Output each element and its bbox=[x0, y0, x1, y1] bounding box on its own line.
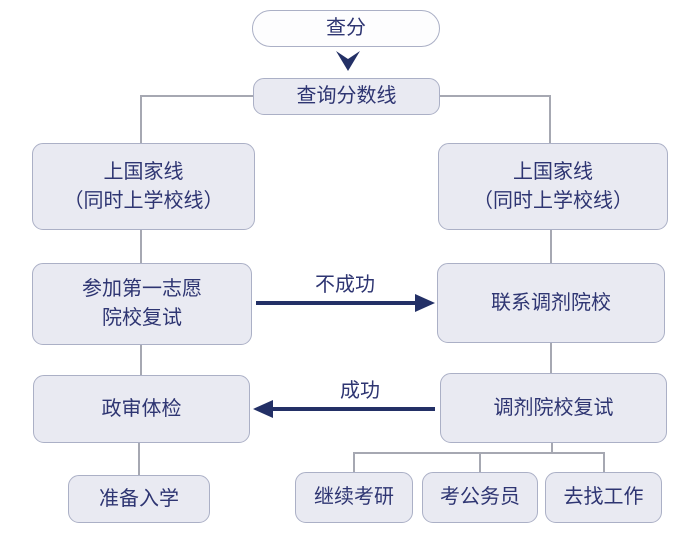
node-political-review: 政审体检 bbox=[33, 375, 250, 443]
connector-left-col-1 bbox=[140, 229, 142, 264]
connector-left-col-3 bbox=[138, 442, 140, 476]
node-first-choice-retest: 参加第一志愿 院校复试 bbox=[32, 263, 252, 345]
connector-cutoff-left-horizontal bbox=[141, 95, 254, 97]
fail-arrow-stem bbox=[256, 301, 416, 305]
connector-cutoff-right-vertical bbox=[549, 95, 551, 144]
connector-left-col-2 bbox=[140, 344, 142, 376]
node-contact-adjustment: 联系调剂院校 bbox=[437, 263, 665, 343]
connector-cutoff-right-horizontal bbox=[439, 95, 551, 97]
fail-arrow-head-icon bbox=[415, 294, 435, 312]
node-continue-postgrad: 继续考研 bbox=[295, 472, 413, 523]
edge-label-fail: 不成功 bbox=[315, 274, 375, 296]
node-find-job: 去找工作 bbox=[545, 472, 662, 523]
connector-right-col-2 bbox=[550, 342, 552, 374]
node-check-cutoff: 查询分数线 bbox=[253, 78, 440, 115]
success-arrow-head-icon bbox=[253, 400, 273, 418]
node-left-national-line: 上国家线 （同时上学校线） bbox=[32, 143, 255, 230]
connector-branch-drop-3 bbox=[603, 452, 605, 473]
down-arrow-icon bbox=[336, 51, 360, 71]
node-civil-service-exam: 考公务员 bbox=[422, 472, 538, 523]
node-right-national-line: 上国家线 （同时上学校线） bbox=[438, 143, 668, 230]
edge-label-success: 成功 bbox=[340, 380, 380, 402]
success-arrow-stem bbox=[272, 407, 435, 411]
connector-cutoff-left-vertical bbox=[140, 95, 142, 144]
connector-branch-drop-2 bbox=[479, 452, 481, 473]
connector-right-col-1 bbox=[550, 229, 552, 264]
connector-branch-drop-1 bbox=[353, 452, 355, 473]
connector-branch-riser bbox=[551, 442, 553, 453]
node-prepare-enrollment: 准备入学 bbox=[68, 475, 210, 523]
node-check-score: 查分 bbox=[252, 10, 440, 47]
node-adjustment-retest: 调剂院校复试 bbox=[440, 373, 667, 443]
